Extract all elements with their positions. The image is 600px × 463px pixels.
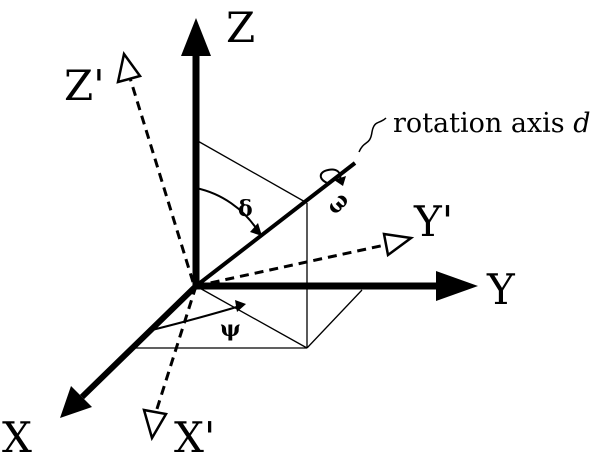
z-prime-axis-label: Z' [64,61,105,110]
z-axis [181,18,211,286]
x-axis-arrowhead [60,386,92,418]
x-prime-arrowhead [142,408,168,442]
y-axis [196,271,478,301]
omega-curl-arrowhead [334,176,346,186]
delta-angle-arc [195,187,262,236]
construction-line-right [306,289,363,349]
z-axis-arrowhead [181,18,211,56]
delta-arc-arrowhead [250,223,262,236]
x-prime-axis-label: X' [174,413,215,458]
y-prime-arrowhead [382,232,415,258]
x-axis-label: X [2,413,32,458]
delta-label: δ [238,196,253,222]
rotation-axis-annotation-symbol: d [573,108,590,139]
rotation-axis-annotation-text: rotation axis [393,108,573,139]
z-prime-axis [116,51,195,283]
construction-lines [132,139,363,349]
y-prime-axis-line [195,243,386,288]
y-axis-arrowhead [436,271,478,301]
construction-line-top [195,139,308,204]
omega-curl-path [319,168,342,185]
y-prime-axis-label: Y' [413,197,453,246]
x-axis-line [79,283,199,400]
psi-arc-path [151,305,241,331]
x-axis [60,283,199,418]
z-axis-label: Z [226,3,255,52]
construction-line-diagonal [195,285,308,349]
delta-arc-path [195,187,259,232]
z-prime-axis-line [128,77,195,283]
x-prime-axis [142,285,198,442]
omega-rotation-curl [319,168,346,186]
y-axis-label: Y [486,265,516,314]
x-prime-axis-line [154,285,198,413]
y-prime-axis [195,232,415,288]
rotation-axis-annotation: rotation axis d [393,108,591,139]
psi-label: ψ [220,316,241,342]
z-prime-arrowhead [116,51,143,84]
annotation-leader-line [358,117,387,153]
psi-arc-arrowhead [235,300,246,312]
omega-label: ω [321,187,354,220]
psi-angle-arc [151,300,246,331]
annotation-leader [358,117,387,153]
